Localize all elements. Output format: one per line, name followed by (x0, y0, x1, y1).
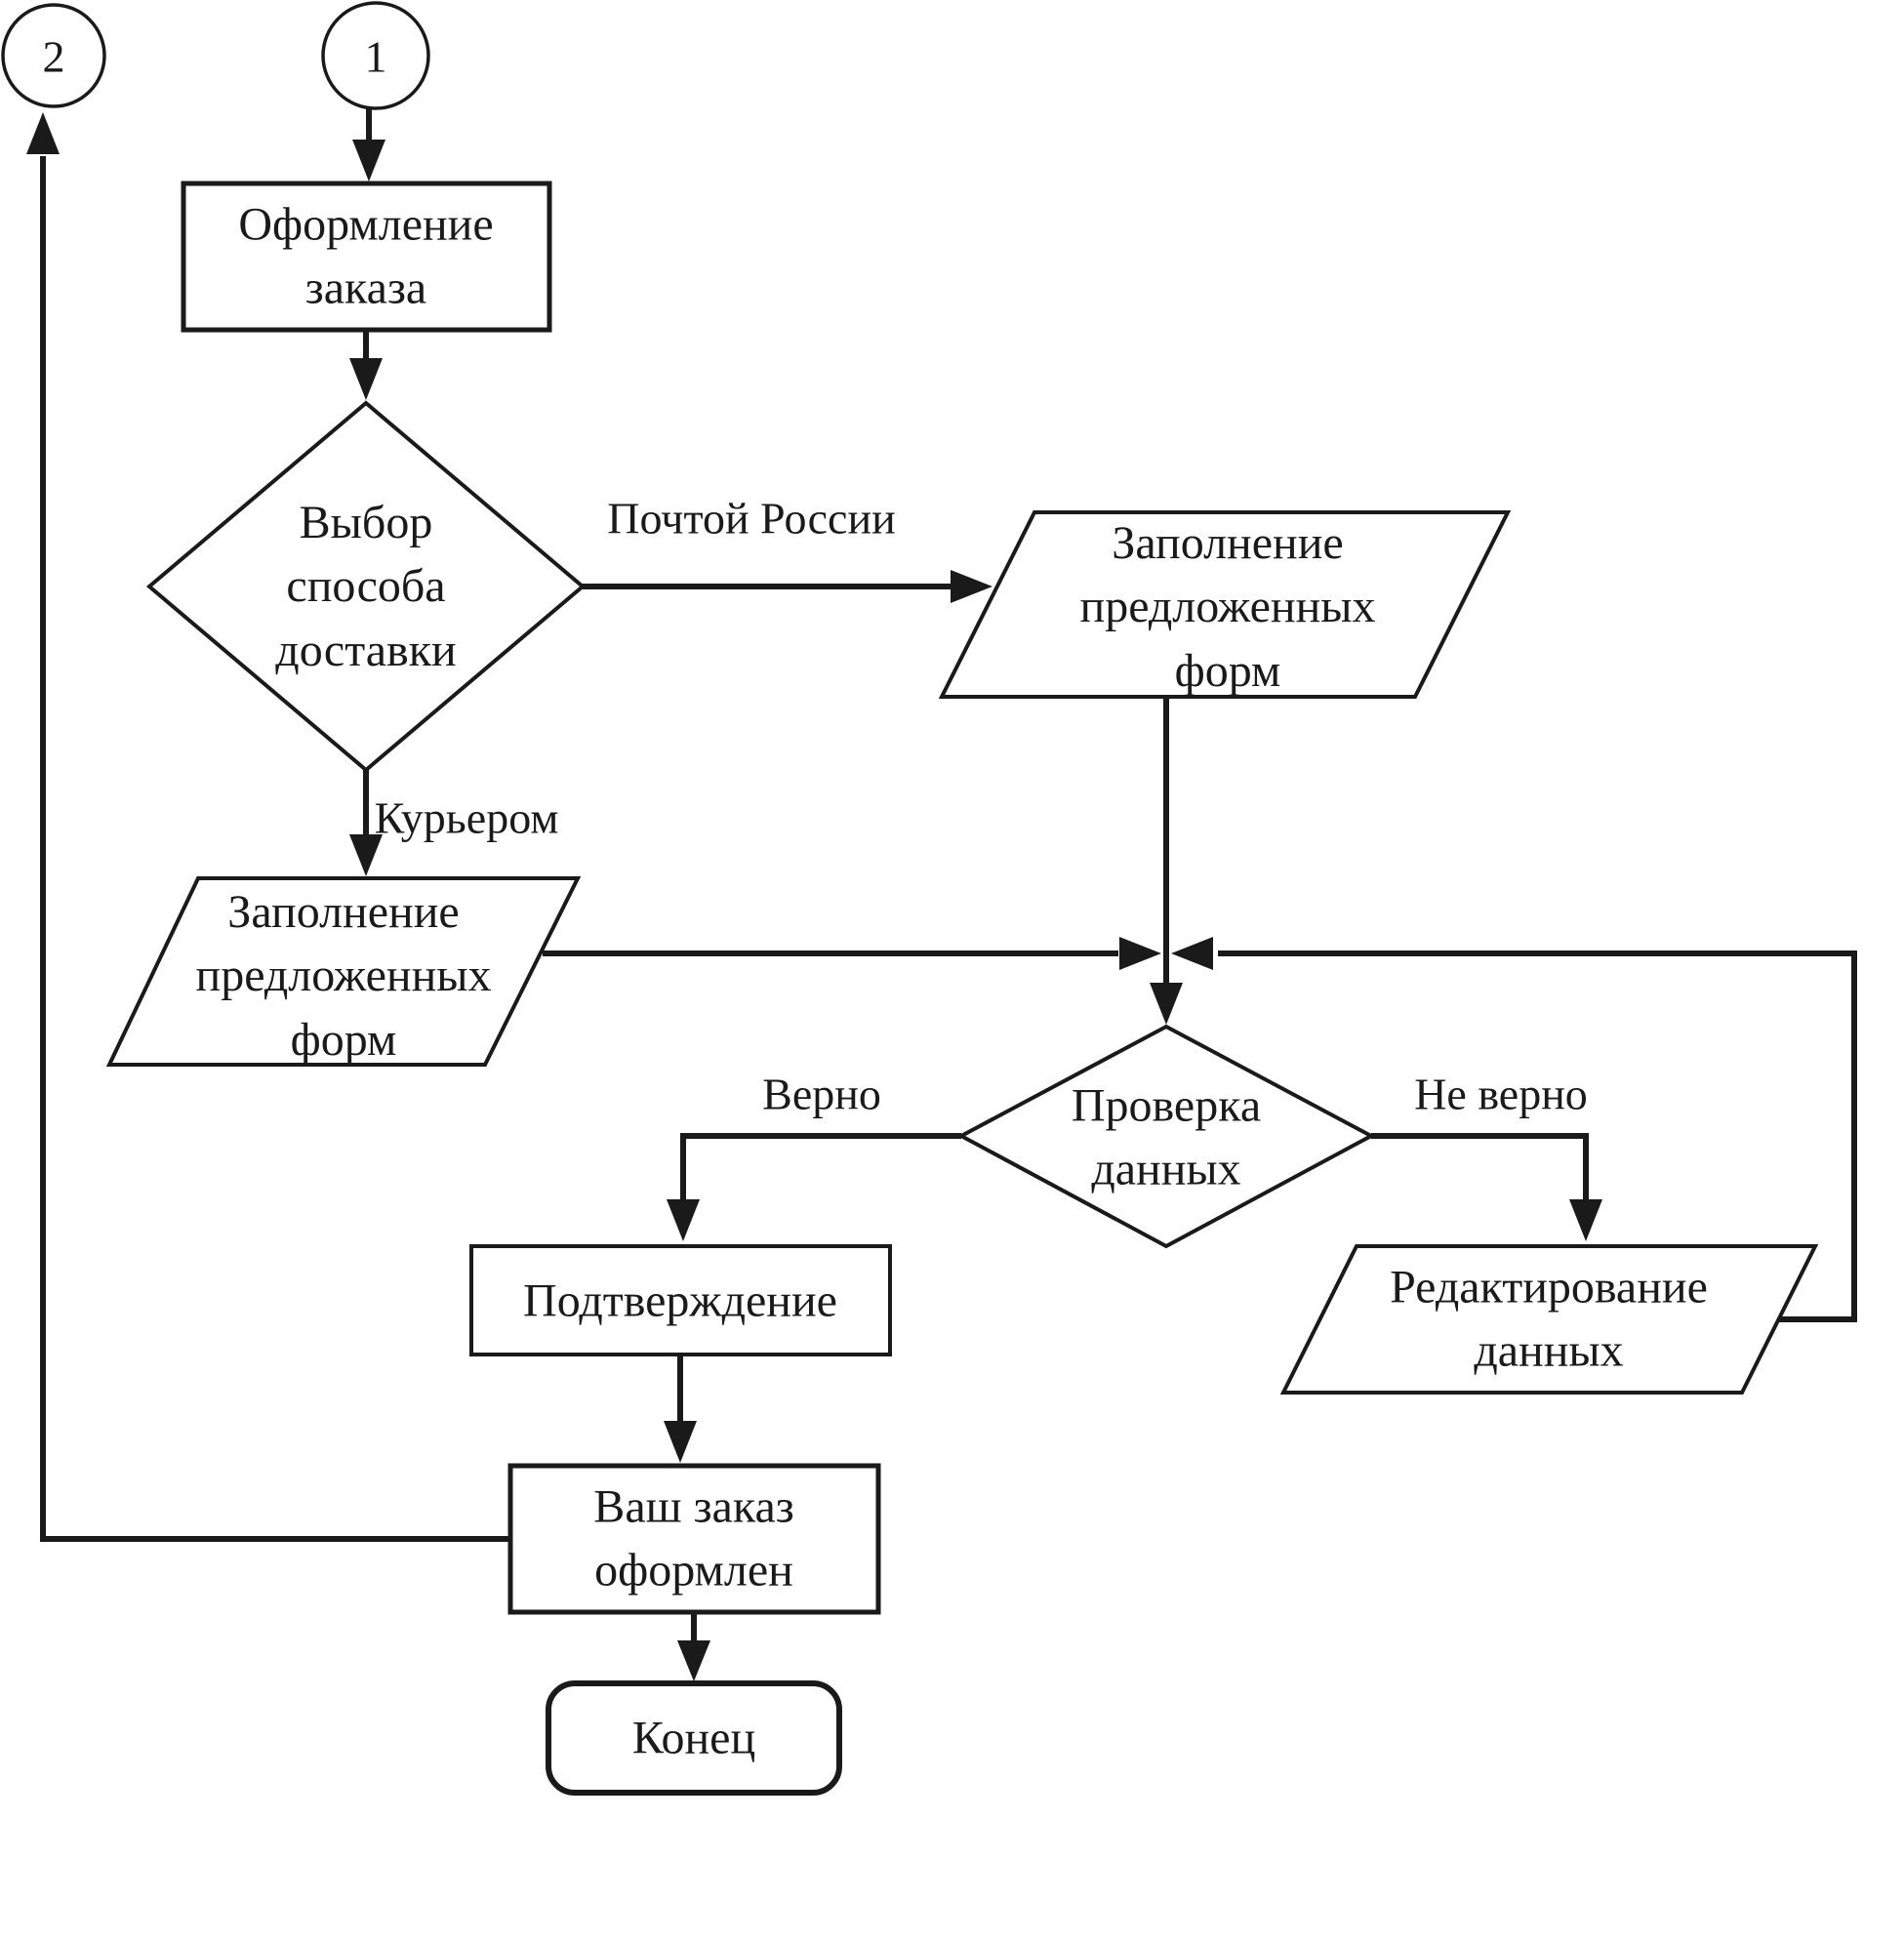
edge-edit-loop (1218, 950, 1857, 1322)
arrowhead-right-junction (1119, 937, 1161, 970)
connector-circle-2 (1, 3, 106, 108)
node-fill-forms-courier-label: Заполнение предложенных форм (195, 886, 492, 1066)
node-fill-forms-courier (105, 876, 582, 1067)
arrowhead-down-check (1150, 983, 1183, 1025)
arrowhead-down-start (352, 140, 385, 182)
edge-label-by-courier: Курьером (374, 792, 559, 843)
arrowhead-down-choice (349, 358, 383, 400)
node-end-label: Конец (631, 1712, 756, 1764)
arrowhead-left-junction (1171, 937, 1213, 970)
node-data-check (956, 1024, 1376, 1249)
node-fill-forms-post (938, 510, 1512, 699)
node-fill-forms-post-label: Заполнение предложенных форм (1079, 517, 1376, 697)
arrowhead-down-confirm (667, 1199, 700, 1241)
edge-label-incorrect: Не верно (1414, 1069, 1588, 1119)
node-order-placed-label: Ваш заказ оформлен (593, 1480, 794, 1597)
arrowhead-right-post (951, 570, 993, 603)
arrowhead-down-courier (349, 834, 383, 876)
node-data-editing-label: Редактирование данных (1390, 1261, 1708, 1377)
node-end (546, 1680, 842, 1796)
edge-loop-to-circle2 (40, 156, 510, 1542)
edge-label-correct: Верно (762, 1069, 881, 1119)
node-confirmation-label: Подтверждение (523, 1274, 837, 1327)
edge-label-by-post: Почтой России (607, 493, 896, 544)
node-data-editing (1279, 1244, 1819, 1395)
connector-2-label: 2 (42, 31, 65, 82)
node-data-check-label: Проверка данных (1071, 1079, 1262, 1195)
edge-incorrect (1371, 1133, 1589, 1202)
arrowhead-down-edit (1569, 1199, 1602, 1241)
edge-correct (680, 1133, 961, 1202)
node-start-order-label: Оформление заказа (238, 198, 494, 314)
connector-1-label: 1 (364, 31, 387, 82)
arrowhead-down-end (677, 1640, 710, 1681)
arrowhead-down-placed (664, 1421, 697, 1463)
node-delivery-choice-label: Выбор способа доставки (275, 497, 457, 676)
arrowhead-up-circle2 (26, 112, 60, 154)
connector-circle-1 (321, 1, 430, 110)
